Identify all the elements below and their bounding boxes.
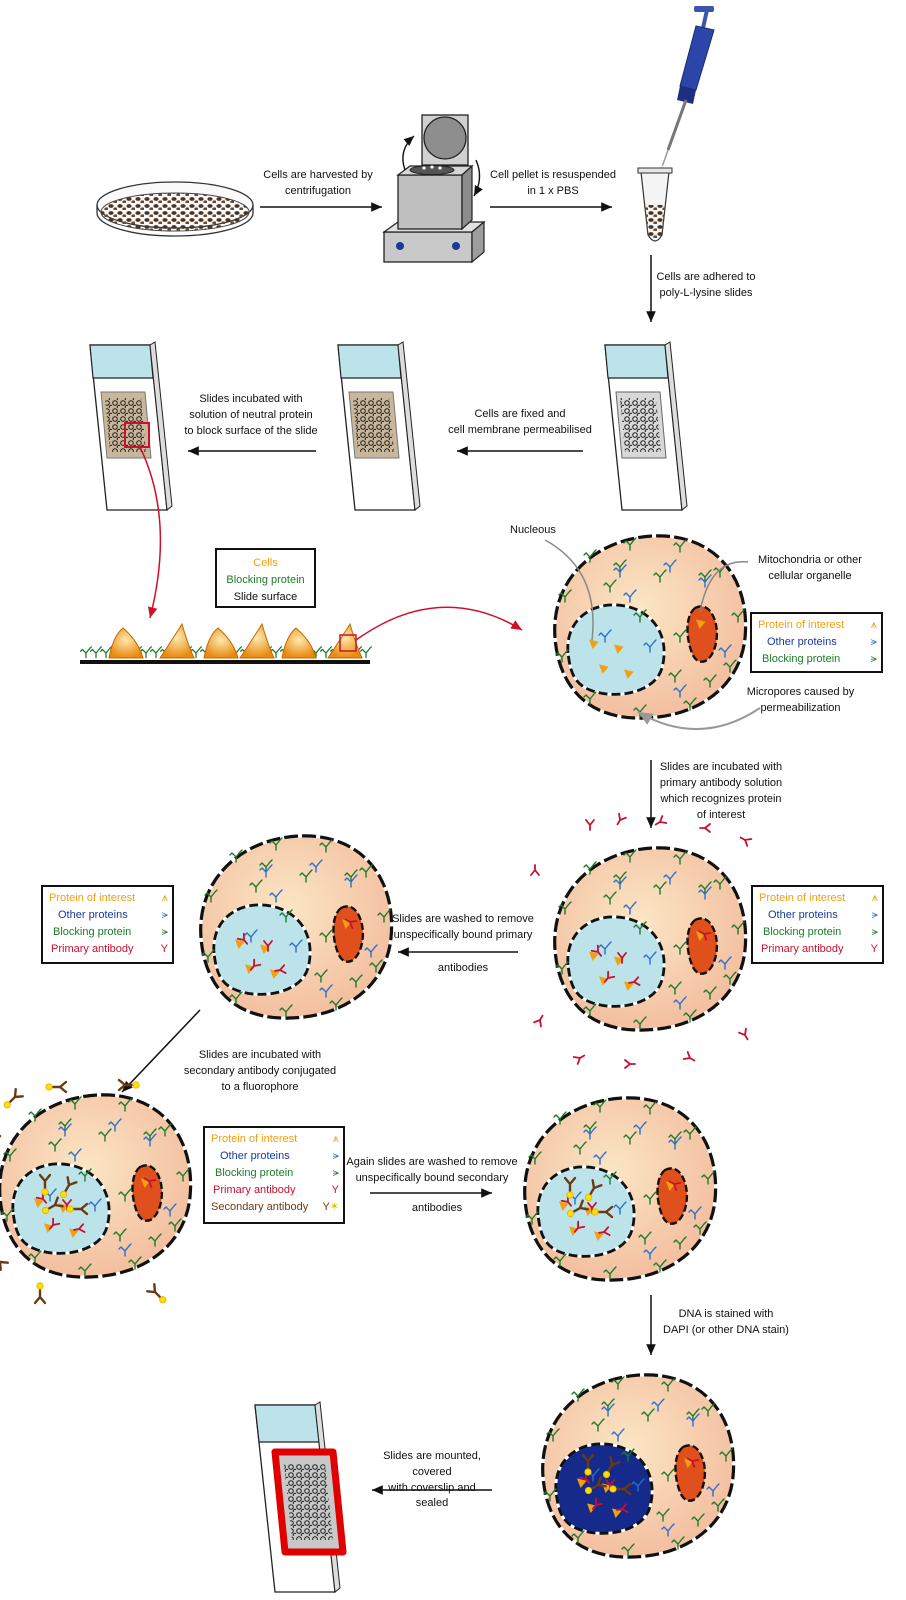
step-secondary-label: Slides are incubated with secondary anti… (183, 1049, 337, 1093)
micropores-pointer (637, 707, 761, 730)
legend-primary-right: Protein of interest⩚ Other proteins⪫ Blo… (751, 885, 884, 964)
cell-washed (199, 834, 394, 1020)
legend-blocking: Blocking protein⪫ (759, 924, 878, 941)
mounted-slide (254, 1401, 347, 1593)
cell-permeabilised (553, 534, 748, 720)
primary-antibody-icon: Y (160, 943, 168, 955)
legend-protein-of-interest: Protein of interest⩚ (758, 617, 877, 634)
legend-secondary: Protein of interest⩚ Other proteins⪫ Blo… (203, 1126, 345, 1224)
step-wash2-label-top: Again slides are washed to remove unspec… (346, 1156, 518, 1184)
legend-proteins: Protein of interest⩚ Other proteins⪫ Blo… (750, 612, 883, 673)
primary-antibody-icon: Y (870, 943, 878, 955)
mitochondria-label: Mitochondria or other cellular organelle (758, 554, 862, 582)
other-protein-icon: ⪫ (870, 636, 877, 648)
zoom-arrow-cell (355, 606, 523, 641)
protein-of-interest-icon: ⩚ (161, 892, 168, 904)
primary-antibody-icon: Y (331, 1184, 339, 1196)
cell-secondary-antibody (0, 1078, 193, 1305)
other-protein-icon: ⪫ (871, 909, 878, 921)
step-fix-label: Cells are fixed and cell membrane permea… (448, 408, 592, 436)
centrifuge-icon (382, 114, 486, 264)
legend-cells: Cells (253, 557, 278, 569)
step-wash1-label-bottom: antibodies (437, 962, 489, 974)
legend-blocking: Blocking protein⪫ (211, 1165, 339, 1182)
slide-right (604, 341, 688, 511)
legend-protein-of-interest: Protein of interest⩚ (211, 1131, 339, 1148)
step-wash1-label-top: Slides are washed to remove unspecifical… (392, 913, 534, 941)
legend-blocking: Blocking protein⪫ (49, 924, 168, 941)
blocking-protein-icon: ⪫ (161, 926, 168, 938)
cell-primary-antibody (530, 812, 772, 1069)
tube-icon (637, 167, 673, 242)
legend-other-proteins: Other proteins⪫ (49, 907, 168, 924)
step-harvest-label: Cells are harvested by centrifugation (263, 169, 373, 197)
step-dapi-label: DNA is stained with DAPI (or other DNA s… (663, 1308, 789, 1336)
zoom-arrow-surface (139, 446, 162, 619)
cell-dapi-stained (541, 1373, 736, 1559)
step-adhere-label: Cells are adhered to poly-L-lysine slide… (656, 271, 756, 299)
step-mount-label-top: Slides are mounted, covered with coversl… (383, 1450, 481, 1494)
nucleous-pointer (544, 539, 594, 641)
step-wash2-label-bottom: antibodies (411, 1202, 463, 1214)
petri-dish (96, 181, 254, 237)
secondary-antibody-icon: Y✶ (322, 1201, 339, 1213)
organelle-pointer (699, 561, 749, 613)
legend-surface: Cells Blocking protein Slide surface (215, 548, 316, 608)
legend-protein-of-interest: Protein of interest⩚ (49, 890, 168, 907)
step-block-label: Slides incubated with solution of neutra… (184, 393, 318, 437)
legend-other-proteins: Other proteins⪫ (759, 907, 878, 924)
other-protein-icon: ⪫ (161, 909, 168, 921)
blocking-protein-icon: ⪫ (871, 926, 878, 938)
protein-of-interest-icon: ⩚ (870, 619, 877, 631)
pipette-icon (650, 6, 715, 178)
legend-other-proteins: Other proteins⪫ (758, 634, 877, 651)
blocking-protein-icon: ⪫ (332, 1167, 339, 1179)
cell-washed-secondary (523, 1096, 718, 1282)
slide-left (89, 341, 173, 511)
blocking-protein-icon: ⪫ (870, 653, 877, 665)
step-primary-label: Slides are incubated with primary antibo… (659, 761, 783, 821)
legend-blocking-protein: Blocking protein (226, 574, 305, 586)
slide-surface (79, 622, 373, 664)
legend-protein-of-interest: Protein of interest⩚ (759, 890, 878, 907)
nucleous-label: Nucleous (510, 524, 556, 536)
legend-primary-left: Protein of interest⩚ Other proteins⪫ Blo… (41, 885, 174, 964)
legend-slide-surface: Slide surface (233, 591, 298, 603)
slide-middle (337, 341, 421, 511)
micropores-label: Micropores caused by permeabilization (746, 686, 855, 714)
arrow-secondary (121, 1009, 201, 1093)
protein-of-interest-icon: ⩚ (332, 1133, 339, 1145)
legend-blocking: Blocking protein⪫ (758, 651, 877, 668)
other-protein-icon: ⪫ (332, 1150, 339, 1162)
protein-of-interest-icon: ⩚ (871, 892, 878, 904)
step-resuspend-label: Cell pellet is resuspended in 1 x PBS (490, 169, 616, 197)
step-mount-label-bottom: sealed (415, 1497, 449, 1509)
legend-other-proteins: Other proteins⪫ (211, 1148, 339, 1165)
